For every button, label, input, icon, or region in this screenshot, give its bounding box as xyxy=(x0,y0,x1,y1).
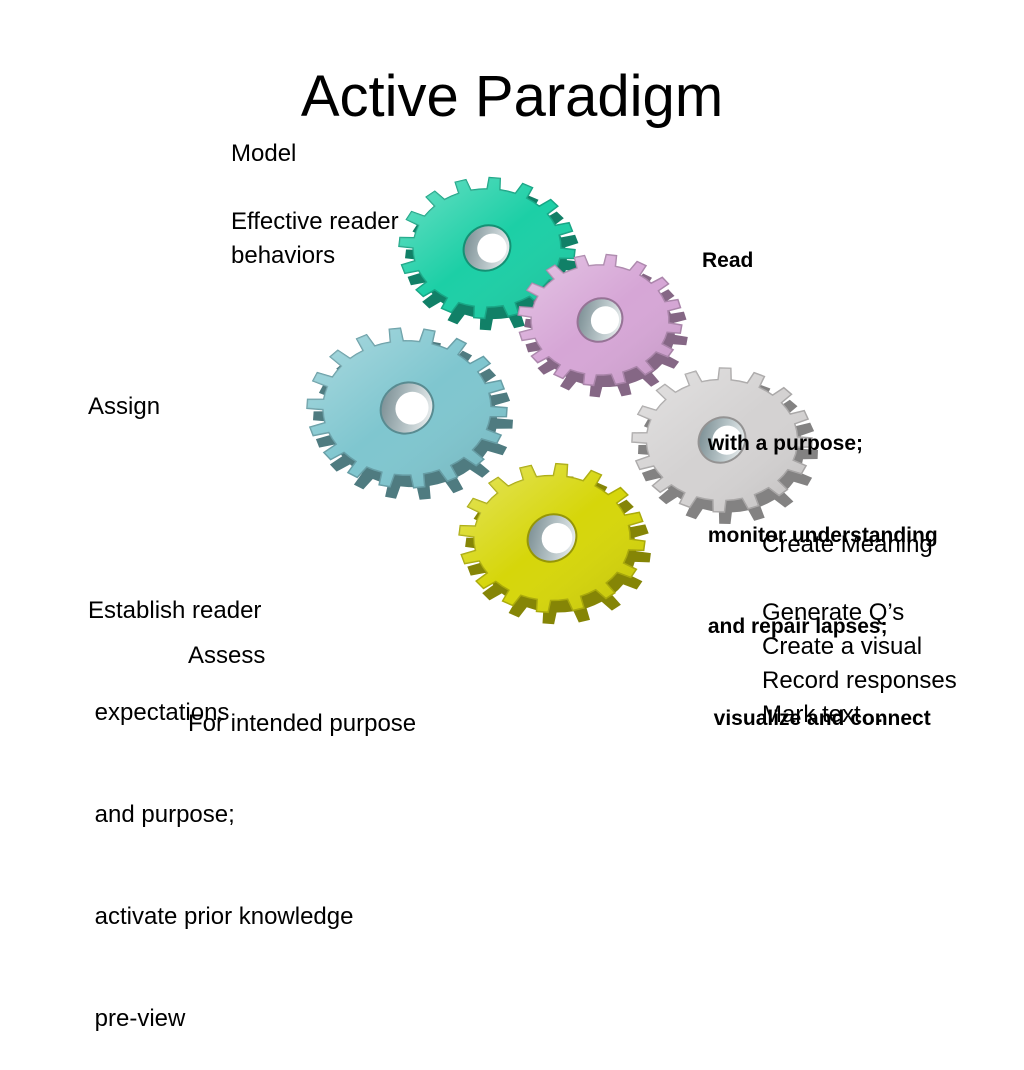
gear-teal-hub-highlight xyxy=(477,233,507,263)
create-meaning-text-line: Create a visual xyxy=(762,633,923,660)
gear-gray xyxy=(631,367,818,524)
create-meaning-spacer xyxy=(762,562,957,596)
gear-pink-hub-highlight xyxy=(590,306,620,335)
assess-spacer xyxy=(188,673,416,707)
gear-blue-hub-highlight xyxy=(395,391,429,425)
read-text-line: visualize and connect xyxy=(702,706,931,730)
read-heading: Read xyxy=(702,249,754,272)
model-text-line: behaviors xyxy=(231,242,336,269)
read-text-line: monitor understanding xyxy=(702,523,938,547)
create-meaning-text-line: Record responses xyxy=(762,667,957,694)
create-meaning-text-line: Mark text… xyxy=(762,701,885,728)
gear-blue xyxy=(306,327,513,500)
create-meaning-heading: Create Meaning xyxy=(762,531,933,558)
assign-heading: Assign xyxy=(88,393,161,420)
gear-pink xyxy=(517,253,688,398)
model-spacer xyxy=(231,171,399,205)
create-meaning-text-line: Generate Q’s xyxy=(762,599,905,626)
assign-text-line: pre-view xyxy=(88,1005,186,1032)
read-text-line: and repair lapses; xyxy=(702,615,888,638)
assign-spacer xyxy=(88,492,353,526)
assign-text-line: Establish reader xyxy=(88,597,262,624)
create-meaning-block: Create Meaning Generate Q’s Create a vis… xyxy=(762,528,957,732)
assign-text-line: activate prior knowledge xyxy=(88,903,354,930)
slide-title: Active Paradigm xyxy=(300,64,724,129)
gears-diagram xyxy=(306,176,818,625)
read-text-line: with a purpose; xyxy=(702,432,864,455)
model-block: Model Effective reader behaviors xyxy=(231,137,399,273)
assess-text-line: For intended purpose xyxy=(188,710,417,737)
read-block: Read with a purpose; monitor understandi… xyxy=(702,185,938,765)
gear-yellow xyxy=(458,462,651,625)
gear-yellow-hub-highlight xyxy=(541,522,573,554)
assess-block: Assess For intended purpose xyxy=(188,639,416,741)
assess-heading: Assess xyxy=(188,642,266,669)
gear-gray-hub-highlight xyxy=(712,425,742,455)
assign-text-line: and purpose; xyxy=(88,801,235,828)
read-spacer xyxy=(702,338,938,369)
assign-text-line: expectations xyxy=(88,699,230,726)
model-text-line: Effective reader xyxy=(231,208,399,235)
model-heading: Model xyxy=(231,140,297,167)
